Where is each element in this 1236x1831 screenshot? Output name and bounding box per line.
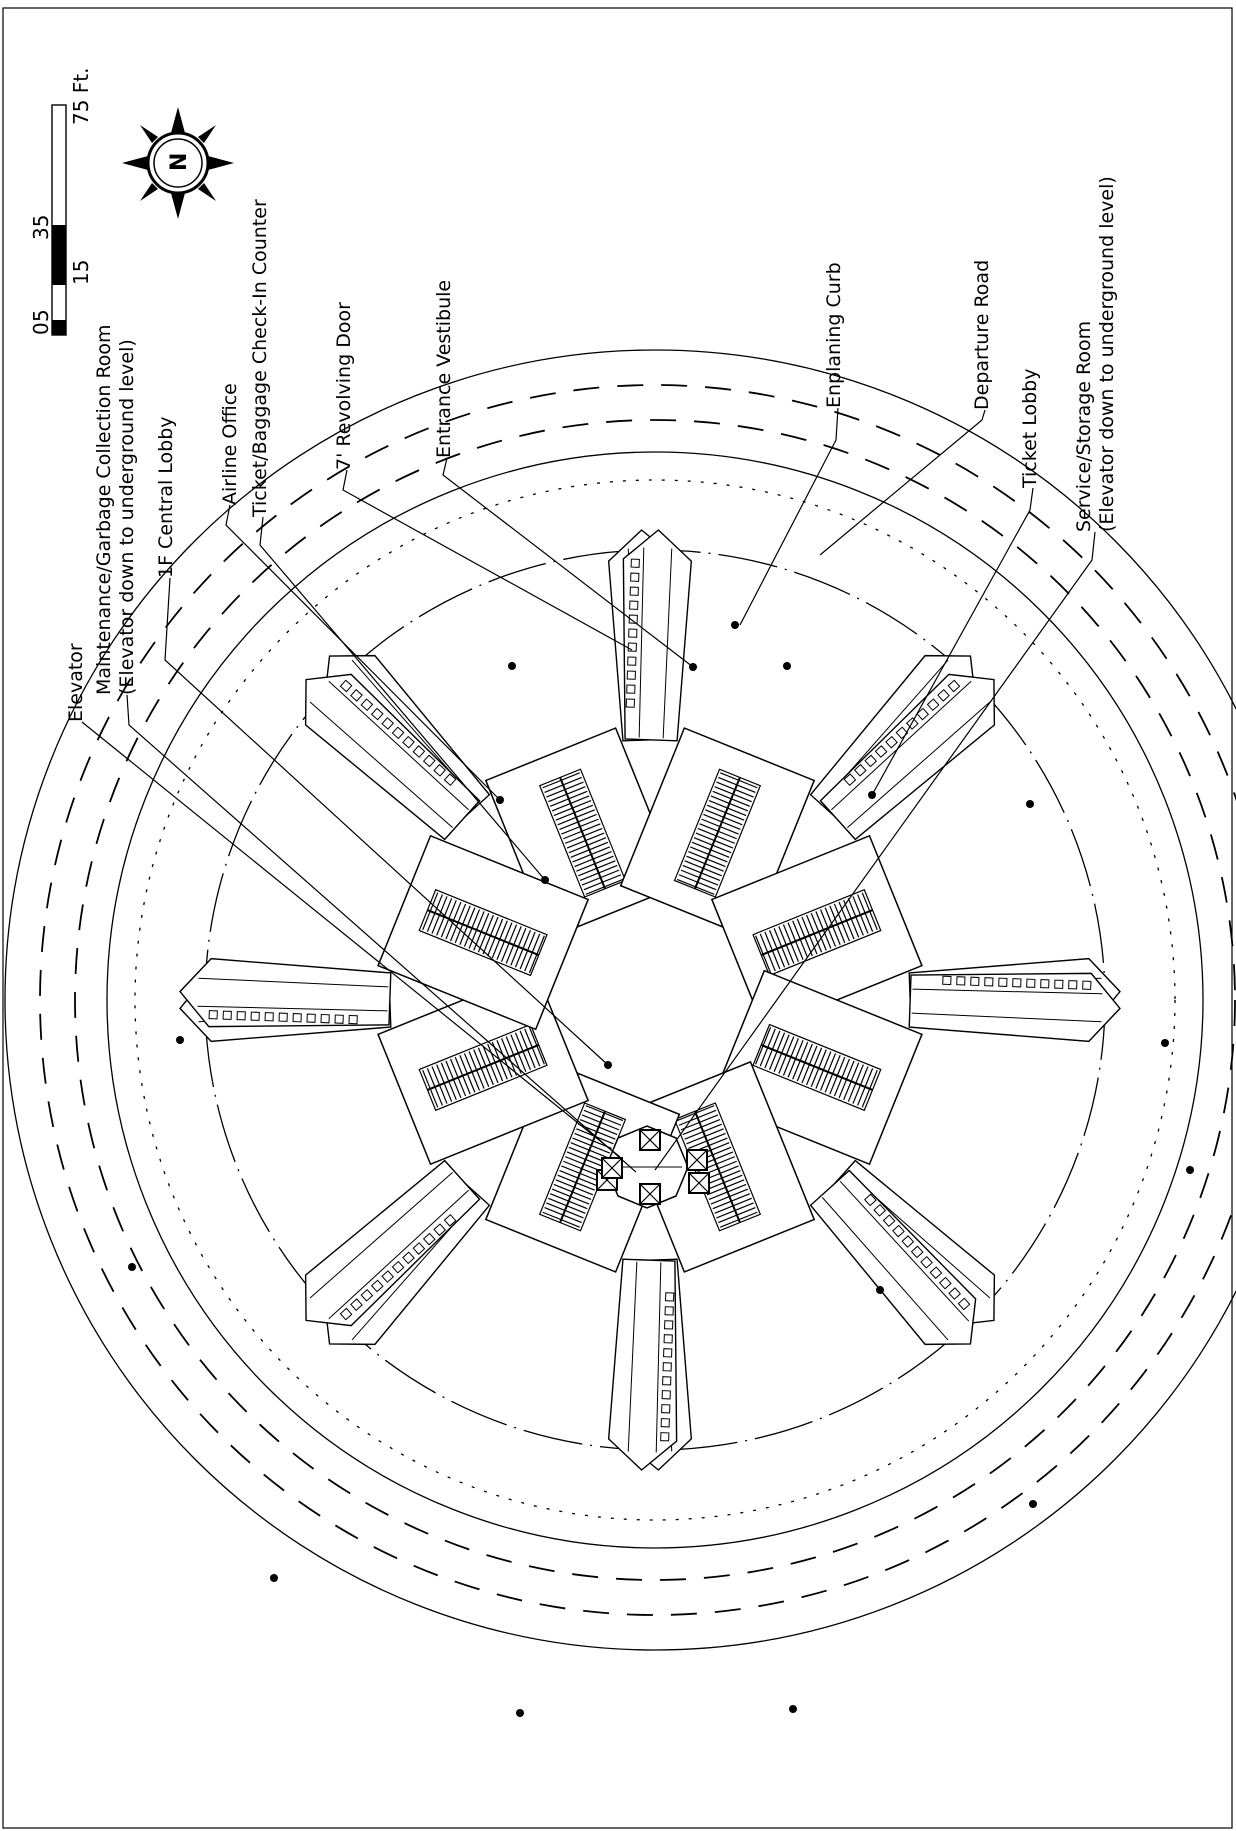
label-departure-road-text: Departure Road — [971, 260, 993, 410]
label-elevator: Elevator — [65, 643, 87, 722]
column-dot — [1026, 800, 1034, 808]
elevator-car — [639, 1183, 661, 1205]
label-central-lobby: 1F Central Lobby — [155, 416, 177, 578]
concourse-wing — [179, 673, 590, 1031]
label-airline-office: Airline Office — [219, 383, 241, 505]
elevator-car — [601, 1157, 623, 1179]
label-airline-office-text: Airline Office — [219, 383, 241, 505]
label-check-in: Ticket/Baggage Check-In Counter — [249, 199, 271, 518]
concourse-wings — [179, 529, 1121, 1471]
elevator-cars — [596, 1129, 710, 1205]
label-ticket-lobby: Ticket Lobby — [1019, 369, 1041, 490]
elevator-car — [688, 1172, 710, 1194]
label-ticket-lobby-text: Ticket Lobby — [1019, 369, 1041, 490]
column-dot — [1186, 1166, 1194, 1174]
label-service-storage-line1: Service/Storage Room — [1073, 321, 1095, 532]
column-dot — [1029, 1500, 1037, 1508]
label-entrance-vestibule: Entrance Vestibule — [433, 280, 455, 458]
column-dot — [783, 662, 791, 670]
label-service-storage-line2: (Elevator down to underground level) — [1096, 176, 1118, 532]
label-central-lobby-text: 1F Central Lobby — [155, 416, 177, 578]
column-dot — [876, 1286, 884, 1294]
label-revolving-door: 7' Revolving Door — [333, 302, 355, 470]
label-service-storage: Service/Storage Room (Elevator down to u… — [1073, 176, 1118, 532]
column-dot — [789, 1705, 797, 1713]
scale-tick-5: 5 — [29, 309, 53, 322]
elevator-car — [686, 1149, 708, 1171]
column-dot — [508, 662, 516, 670]
column-dot — [176, 1036, 184, 1044]
column-dot — [128, 1263, 136, 1271]
scale-tick-35: 35 — [29, 215, 53, 240]
compass-north-letter: N — [167, 153, 192, 171]
page-frame — [2, 7, 1233, 1829]
north-compass-icon: N — [122, 107, 234, 219]
scale-tick-75: 75 Ft. — [69, 67, 93, 125]
label-entrance-vestibule-text: Entrance Vestibule — [433, 280, 455, 458]
column-dot — [270, 1574, 278, 1582]
label-enplaning-curb-text: Enplaning Curb — [823, 262, 845, 408]
column-dot — [516, 1709, 524, 1717]
label-maintenance-line2: (Elevator down to underground level) — [116, 339, 138, 695]
structural-columns — [128, 621, 1194, 1717]
departure-road-rings — [4, 349, 1236, 1651]
label-enplaning-curb: Enplaning Curb — [823, 262, 845, 408]
column-dot — [1161, 1039, 1169, 1047]
scale-tick-15: 15 — [69, 260, 93, 285]
leader-lines — [81, 407, 1096, 1173]
scale-tick-0: 0 — [29, 322, 53, 335]
scale-bar: 0 5 15 35 75 Ft. — [29, 67, 93, 336]
label-elevator-text: Elevator — [65, 643, 87, 722]
column-dot — [731, 621, 739, 629]
label-revolving-door-text: 7' Revolving Door — [333, 302, 355, 470]
elevator-car — [639, 1129, 661, 1151]
label-maintenance-line1: Maintenance/Garbage Collection Room — [93, 324, 115, 695]
enplaning-curb-rings — [106, 451, 1204, 1549]
label-maintenance: Maintenance/Garbage Collection Room (Ele… — [93, 324, 138, 695]
label-check-in-text: Ticket/Baggage Check-In Counter — [249, 199, 271, 518]
label-departure-road: Departure Road — [971, 260, 993, 410]
